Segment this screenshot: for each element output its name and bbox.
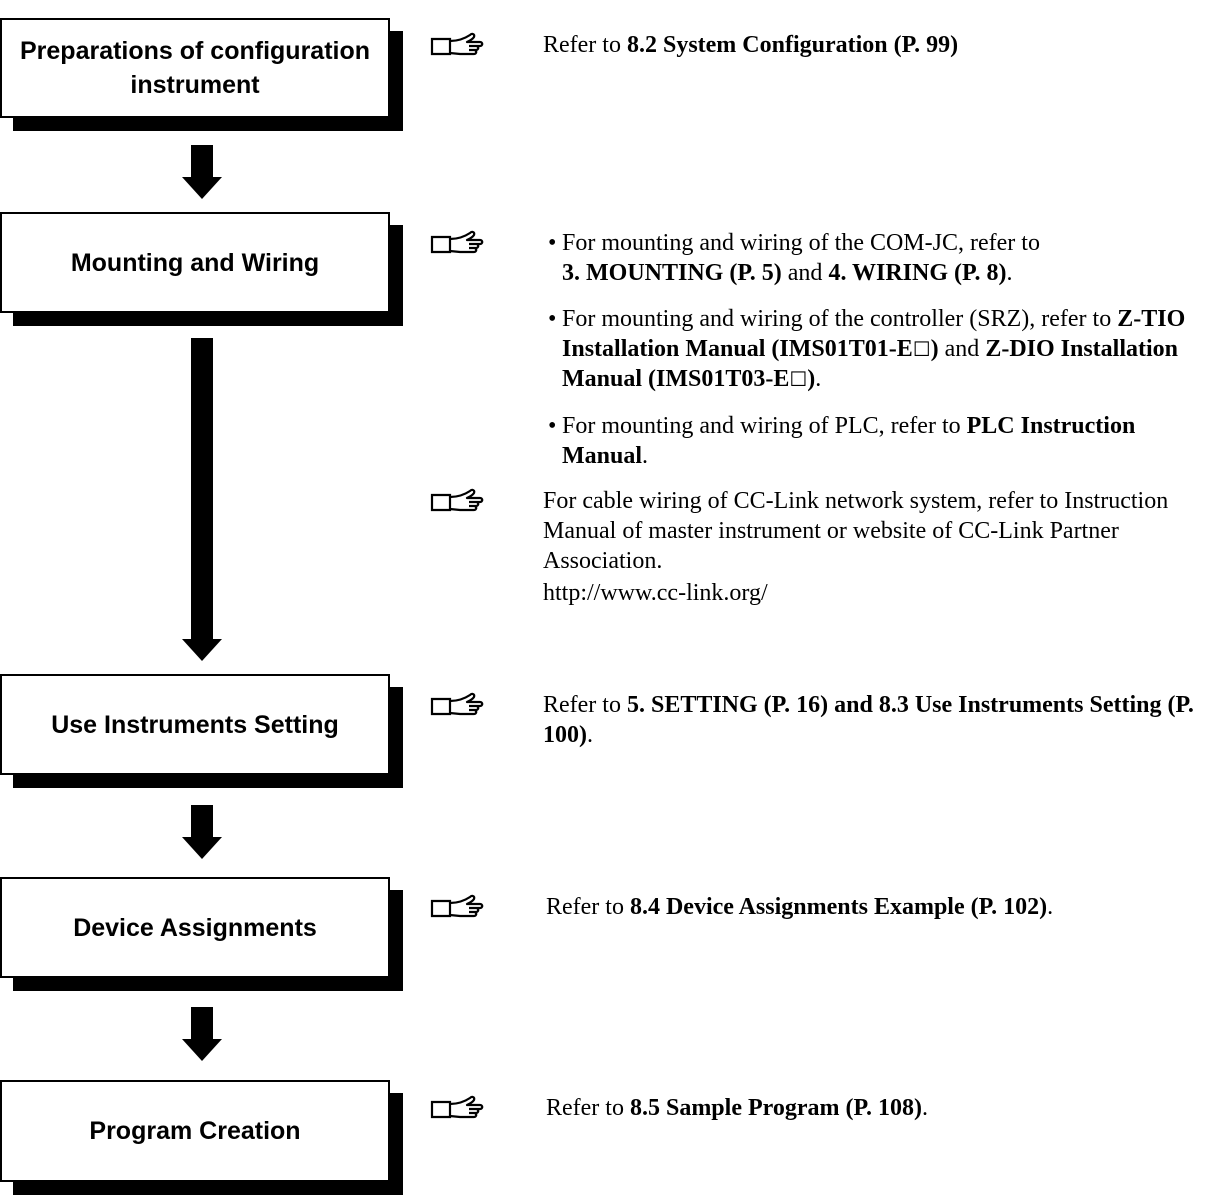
pointing-hand-icon xyxy=(430,1095,484,1119)
ref-link-text: 8.4 Device Assignments Example (P. 102) xyxy=(629,894,1048,920)
ref-text: Refer to xyxy=(543,692,627,718)
bullet-text: and xyxy=(938,336,986,362)
bullet-icon: • xyxy=(548,230,557,256)
bullet-item-srz: • For mounting and wiring of the control… xyxy=(548,304,1207,396)
pointing-hand-icon xyxy=(430,894,484,918)
checkbox-glyph: ☐ xyxy=(789,367,808,391)
step-label: Program Creation xyxy=(89,1117,301,1145)
ref-text: Refer to xyxy=(543,32,627,58)
step-label: Use Instruments Setting xyxy=(51,710,339,739)
ref-text: . xyxy=(921,1095,928,1121)
bullet-text: and xyxy=(781,260,829,286)
bullet-icon: • xyxy=(548,306,557,332)
ref-link-text: 5. SETTING (P. 16) and 8.3 Use Instrumen… xyxy=(543,692,1194,748)
pointing-hand-icon xyxy=(430,692,484,716)
bullet-text: . xyxy=(642,443,649,469)
ref-link-text: ) xyxy=(807,366,816,392)
step-label: Device Assignments xyxy=(73,913,317,942)
ref-program-creation: Refer to 8.5 Sample Program (P. 108). xyxy=(546,1093,1206,1123)
down-arrow-icon xyxy=(182,805,222,859)
ref-link-text: Z-DIO Installation Manual (IMS01T03-E xyxy=(562,336,1179,392)
ref-use-instruments: Refer to 5. SETTING (P. 16) and 8.3 Use … xyxy=(543,690,1203,750)
ref-device-assignments: Refer to 8.4 Device Assignments Example … xyxy=(546,892,1206,922)
bullet-text: For mounting and wiring of PLC, refer to xyxy=(562,413,967,439)
bullet-icon: • xyxy=(548,413,557,439)
ref-link-text: Z-TIO Installation Manual (IMS01T01-E xyxy=(562,306,1186,362)
website-url[interactable]: http://www.cc-link.org/ xyxy=(543,580,768,606)
ref-link-text: 8.5 Sample Program (P. 108) xyxy=(629,1095,922,1121)
pointing-hand-icon xyxy=(430,32,484,56)
ref-text: . xyxy=(1047,894,1054,920)
ref-text: For cable wiring of CC-Link network syst… xyxy=(543,488,1169,574)
step-label: Preparations of configuration instrument xyxy=(19,37,371,99)
step-preparations: Preparations of configuration instrument xyxy=(0,18,390,118)
bullet-text: For mounting and wiring of the controlle… xyxy=(562,306,1118,332)
ref-preparations: Refer to 8.2 System Configuration (P. 99… xyxy=(543,30,958,60)
step-mounting-wiring: Mounting and Wiring xyxy=(0,212,390,313)
ref-link-text: 3. MOUNTING (P. 5) xyxy=(562,260,782,286)
down-arrow-icon xyxy=(182,338,222,661)
step-use-instruments: Use Instruments Setting xyxy=(0,674,390,775)
bullet-item-comjc: • For mounting and wiring of the COM-JC,… xyxy=(548,228,1207,290)
step-program-creation: Program Creation xyxy=(0,1080,390,1182)
bullet-text: . xyxy=(1006,260,1013,286)
down-arrow-icon xyxy=(182,145,222,199)
ref-cable-wiring: For cable wiring of CC-Link network syst… xyxy=(543,486,1203,608)
ref-link-text: 8.2 System Configuration (P. 99) xyxy=(626,32,959,58)
step-label: Mounting and Wiring xyxy=(70,248,320,277)
ref-text: Refer to xyxy=(546,1095,630,1121)
ref-text: . xyxy=(587,722,593,748)
checkbox-glyph: ☐ xyxy=(912,337,931,361)
pointing-hand-icon xyxy=(430,488,484,512)
ref-link-text: PLC Instruction Manual xyxy=(562,413,1136,469)
bullet-item-plc: • For mounting and wiring of PLC, refer … xyxy=(548,411,1207,473)
bullet-text: . xyxy=(815,366,822,392)
ref-link-text: ) xyxy=(930,336,939,362)
ref-link-text: 4. WIRING (P. 8) xyxy=(828,260,1007,286)
ref-text: Refer to xyxy=(546,894,630,920)
down-arrow-icon xyxy=(182,1007,222,1061)
bullet-text: For mounting and wiring of the COM-JC, r… xyxy=(562,230,1040,256)
pointing-hand-icon xyxy=(430,230,484,254)
step-device-assignments: Device Assignments xyxy=(0,877,390,978)
